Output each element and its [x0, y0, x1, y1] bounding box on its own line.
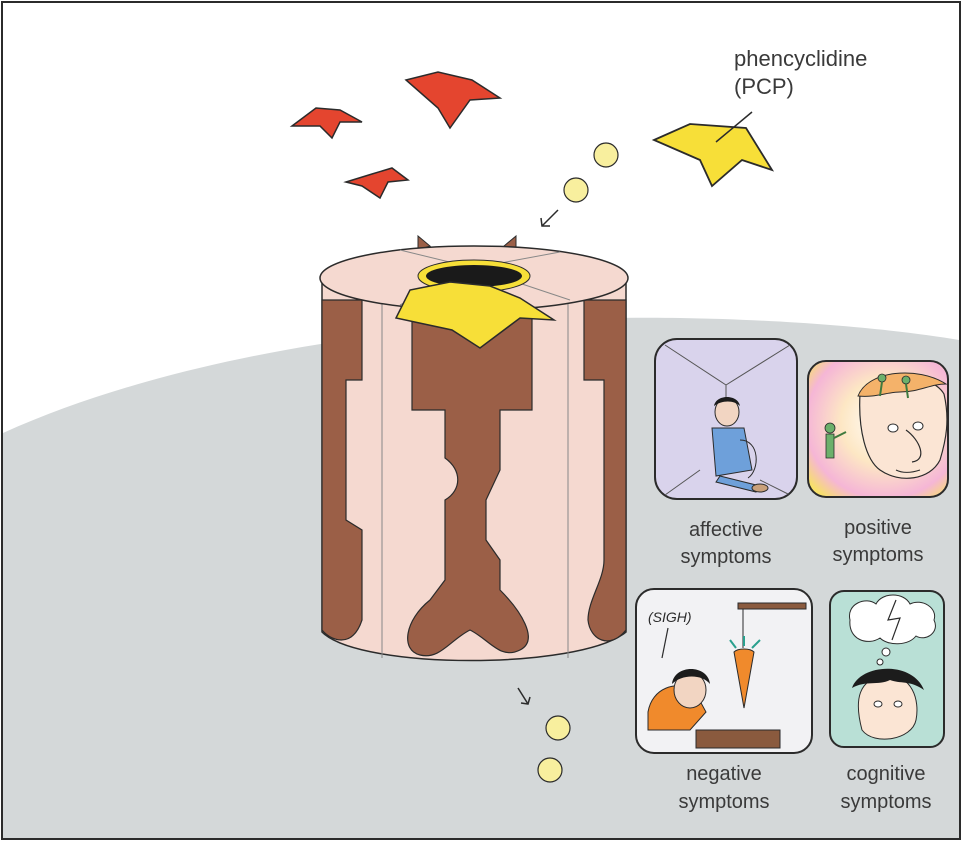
- panel-label-line1: cognitive: [847, 763, 926, 785]
- ion-channel: [320, 236, 628, 661]
- ion: [546, 716, 570, 740]
- negative-symptoms-panel: (SIGH): [636, 589, 812, 753]
- panel-label-line2: symptoms: [840, 791, 931, 813]
- ion: [594, 143, 618, 167]
- positive-symptoms-panel: [808, 361, 948, 497]
- affective-symptoms-panel: [655, 339, 797, 499]
- sigh-text: (SIGH): [648, 609, 692, 625]
- panel-label-line1: positive: [844, 517, 912, 539]
- ion: [538, 758, 562, 782]
- panel-label-line2: symptoms: [832, 544, 923, 566]
- panel-label-line1: negative: [686, 763, 762, 785]
- drug-label-line2: (PCP): [734, 74, 794, 99]
- cognitive-symptoms-panel: [830, 591, 944, 747]
- panel-label-line2: symptoms: [678, 791, 769, 813]
- ion: [564, 178, 588, 202]
- panel-label-line1: affective: [689, 519, 763, 541]
- panel-label-line2: symptoms: [680, 546, 771, 568]
- drug-label-line1: phencyclidine: [734, 46, 867, 71]
